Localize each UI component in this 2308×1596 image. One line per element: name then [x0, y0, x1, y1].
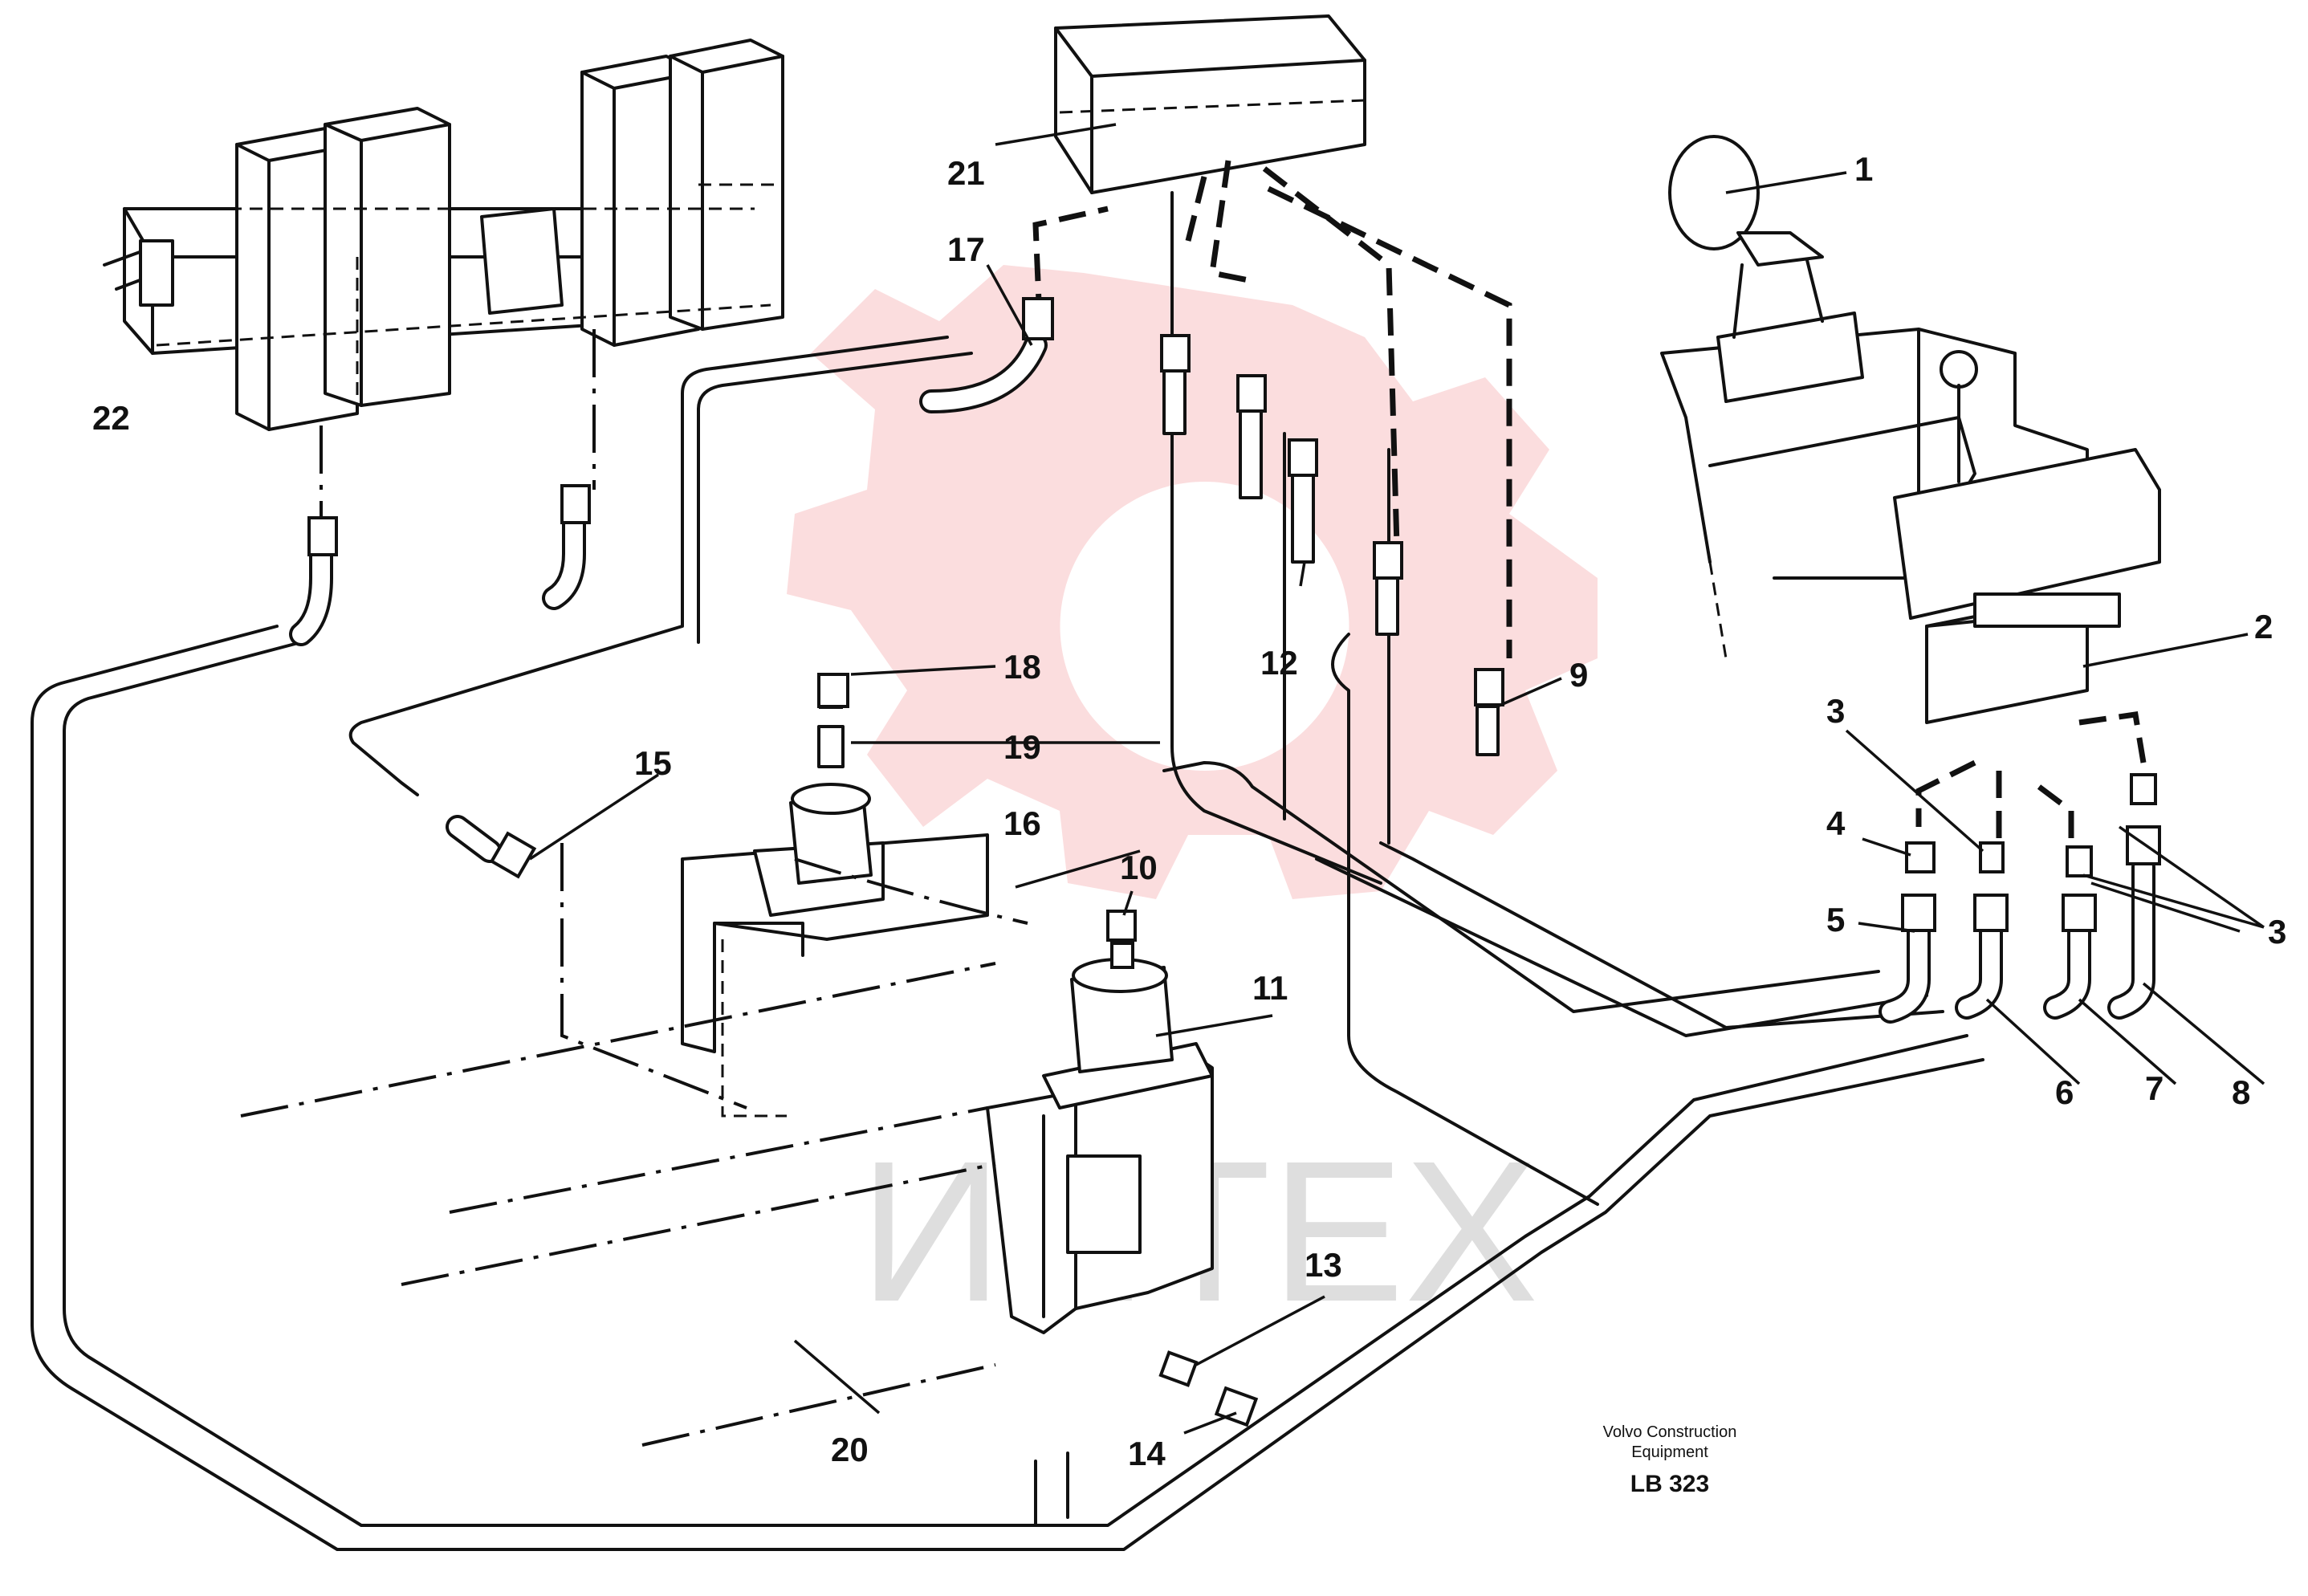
- credit-block: Volvo Construction Equipment LB 323: [1603, 1423, 1737, 1497]
- valve-bank-22: [103, 39, 784, 431]
- callout-13: 13: [1305, 1246, 1342, 1284]
- credit-line-2: Equipment: [1631, 1443, 1708, 1461]
- control-stand: [1660, 135, 2161, 724]
- callout-11: 11: [1252, 969, 1288, 1007]
- main-control-valve: [986, 958, 1214, 1527]
- callout-10: 10: [1120, 849, 1158, 886]
- credit-line-1: Volvo Construction: [1603, 1423, 1737, 1441]
- callout-5: 5: [1826, 901, 1845, 938]
- callout-12: 12: [1260, 644, 1298, 682]
- callout-9: 9: [1569, 656, 1588, 694]
- callout-6: 6: [2055, 1073, 2074, 1111]
- callout-14: 14: [1128, 1435, 1166, 1472]
- watermark-gear-icon: [787, 265, 1598, 899]
- callout-2: 2: [2254, 608, 2273, 645]
- callout-18: 18: [1003, 648, 1041, 686]
- callout-19: 19: [1003, 728, 1041, 766]
- callout-17: 17: [947, 230, 985, 268]
- callout-1: 1: [1854, 150, 1873, 188]
- dashed-hoses: [1032, 160, 2147, 843]
- callout-4: 4: [1826, 804, 1846, 842]
- callout-8: 8: [2232, 1073, 2250, 1111]
- callout-16: 16: [1003, 804, 1041, 842]
- callout-labels: 1 2 3 3 3 4 5 6 7 8 9 10 11 12 13 14 15 …: [92, 150, 2286, 1472]
- callout-3-top: 3: [1826, 692, 1845, 730]
- drawing-code: LB 323: [1630, 1471, 1709, 1497]
- leader-lines: [529, 123, 2265, 1435]
- valve-block-21: [1054, 14, 1366, 194]
- callout-7: 7: [2145, 1069, 2163, 1107]
- pipe-routes: [31, 191, 1984, 1551]
- callout-21: 21: [947, 154, 985, 192]
- pressure-switch-assembly: [681, 677, 989, 1118]
- hose-fittings: [289, 297, 2161, 1427]
- callout-22: 22: [92, 399, 130, 437]
- callout-15: 15: [634, 744, 672, 782]
- center-lines: [240, 329, 1028, 1447]
- callout-3-right: 3: [2268, 913, 2286, 951]
- callout-20: 20: [831, 1431, 869, 1468]
